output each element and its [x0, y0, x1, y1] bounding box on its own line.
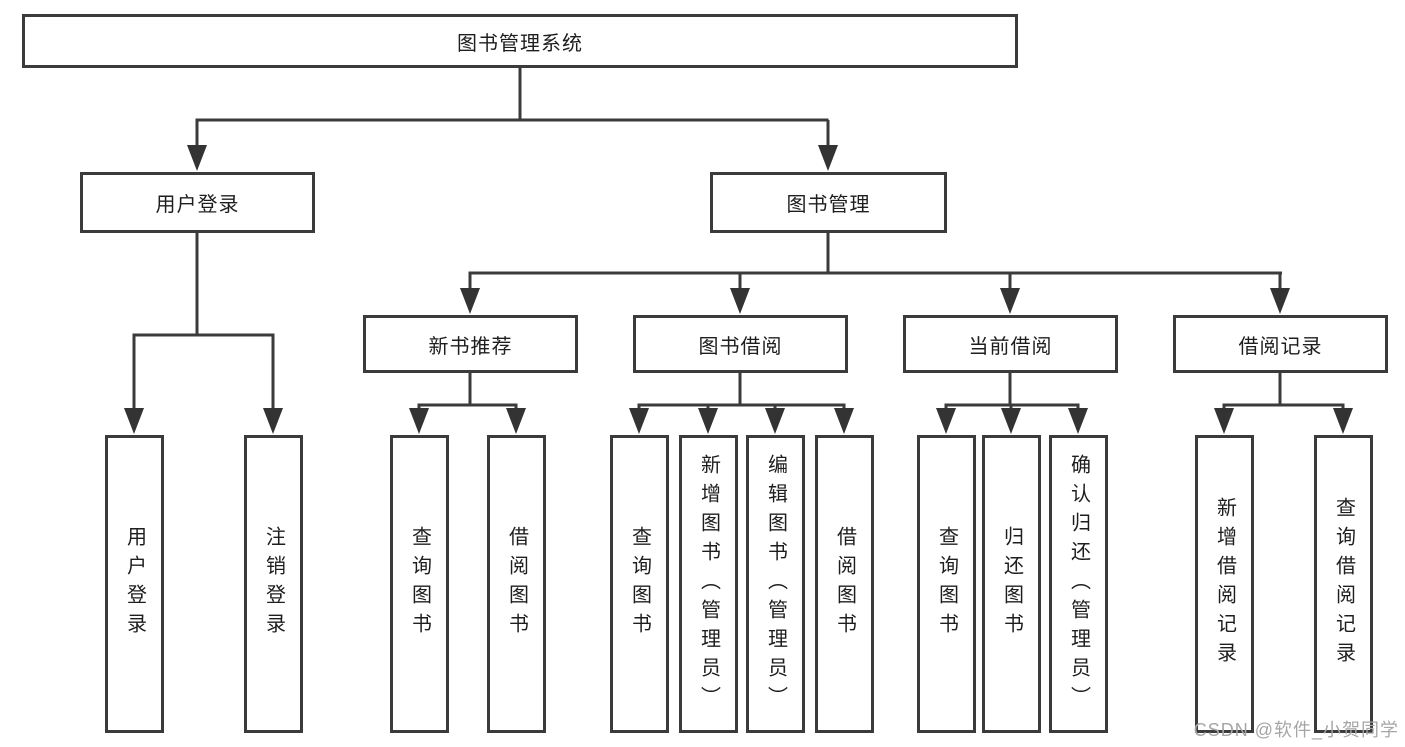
leaf-label: 查询图书: [628, 526, 651, 642]
node-current-borrowing: 当前借阅: [903, 315, 1118, 373]
leaf-user-login: 用户登录: [105, 435, 164, 733]
leaf-label: 归还图书: [1000, 526, 1023, 642]
node-library-management-system: 图书管理系统: [22, 14, 1018, 68]
leaf-query-books-borrowing: 查询图书: [610, 435, 669, 733]
leaf-label: 编辑图书（管理员）: [764, 453, 787, 715]
leaf-label: 查询借阅记录: [1332, 497, 1355, 671]
connector-arrowheads: [124, 145, 1353, 434]
leaf-confirm-return-admin: 确认归还（管理员）: [1049, 435, 1108, 733]
leaf-borrow-books: 借阅图书: [815, 435, 874, 733]
leaf-label: 借阅图书: [833, 526, 856, 642]
node-label: 图书管理: [786, 194, 871, 216]
node-label: 借阅记录: [1238, 335, 1323, 358]
leaf-query-books-current: 查询图书: [917, 435, 976, 733]
leaf-logout: 注销登录: [244, 435, 303, 733]
node-label: 图书管理系统: [457, 32, 583, 55]
leaf-label: 确认归还（管理员）: [1067, 453, 1090, 715]
node-user-login: 用户登录: [80, 172, 315, 233]
node-label: 新书推荐: [428, 335, 513, 358]
csdn-watermark: CSDN @软件_小贺同学: [1193, 720, 1399, 740]
node-label: 图书借阅: [698, 335, 783, 358]
leaf-label: 用户登录: [123, 526, 146, 642]
node-book-borrowing: 图书借阅: [633, 315, 848, 373]
leaf-label: 新增图书（管理员）: [697, 453, 720, 715]
leaf-query-books-recommend: 查询图书: [390, 435, 449, 733]
leaf-return-books: 归还图书: [982, 435, 1041, 733]
leaf-label: 查询图书: [408, 526, 431, 642]
leaf-label: 注销登录: [262, 526, 285, 642]
connector-lines: [132, 68, 1345, 413]
node-borrowing-records: 借阅记录: [1173, 315, 1388, 373]
leaf-label: 新增借阅记录: [1213, 497, 1236, 671]
leaf-add-books-admin: 新增图书（管理员）: [679, 435, 738, 733]
node-label: 当前借阅: [968, 335, 1053, 358]
node-book-management: 图书管理: [710, 172, 947, 233]
leaf-query-borrow-record: 查询借阅记录: [1314, 435, 1373, 733]
node-label: 用户登录: [155, 194, 240, 216]
leaf-label: 查询图书: [935, 526, 958, 642]
leaf-add-borrow-record: 新增借阅记录: [1195, 435, 1254, 733]
node-new-book-recommend: 新书推荐: [363, 315, 578, 373]
leaf-borrow-books-recommend: 借阅图书: [487, 435, 546, 733]
leaf-label: 借阅图书: [505, 526, 528, 642]
leaf-edit-books-admin: 编辑图书（管理员）: [746, 435, 805, 733]
